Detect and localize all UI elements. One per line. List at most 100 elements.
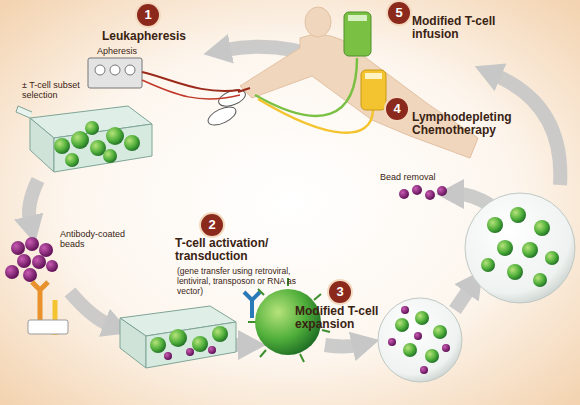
step-title: Modified T-cell expansion — [295, 305, 403, 331]
t-cell — [71, 131, 89, 149]
t-cell — [150, 337, 166, 353]
bead — [5, 265, 19, 279]
flow-arrow — [236, 338, 244, 352]
t-cell — [192, 336, 208, 352]
process-step: 1Leukapheresis — [100, 3, 215, 51]
bead — [23, 268, 37, 282]
t-cell — [103, 149, 117, 163]
t-cell — [510, 207, 526, 223]
bead — [388, 338, 396, 346]
cells-and-beads — [150, 326, 228, 360]
expanded-sphere — [465, 193, 575, 303]
infusion-tube — [258, 99, 373, 133]
t-cell — [85, 121, 99, 135]
annotation-label: Bead removal — [380, 172, 460, 182]
machine-dial — [110, 65, 120, 75]
bag-label — [348, 15, 367, 21]
t-cell — [403, 343, 417, 357]
t-cell — [54, 138, 70, 154]
bead — [208, 346, 216, 354]
bead — [442, 344, 450, 352]
culture-flask — [120, 318, 146, 368]
cells-and-beads — [388, 306, 450, 374]
step-note: (gene transfer using retroviral, lentivi… — [177, 266, 312, 296]
culture-flask — [146, 322, 236, 368]
process-step: 4Lymphodepleting Chemotherapy — [386, 96, 526, 144]
step-title: Modified T-cell infusion — [412, 15, 520, 41]
bead — [399, 189, 409, 199]
annotation-label: Apheresis — [97, 46, 157, 56]
flow-arrow — [70, 292, 110, 325]
step-title: Lymphodepleting Chemotherapy — [412, 111, 524, 137]
t-cell — [507, 264, 523, 280]
process-step: 3Modified T-cell expansion — [292, 280, 412, 336]
t-cell — [65, 153, 79, 167]
bag-label — [365, 73, 382, 79]
bead — [401, 306, 409, 314]
t-cell — [534, 220, 550, 236]
t-cell — [395, 318, 409, 332]
bead — [164, 352, 172, 360]
spike — [260, 350, 266, 357]
step-number: 5 — [388, 2, 410, 24]
t-cell — [533, 273, 547, 287]
bead — [17, 254, 31, 268]
process-step: 5Modified T-cell infusion — [386, 2, 526, 48]
cell-bag — [344, 12, 371, 56]
flow-arrow — [495, 75, 560, 185]
flow-arrow — [325, 345, 358, 347]
flow-arrow — [455, 288, 470, 310]
t-cell — [169, 329, 187, 347]
t-cells — [481, 207, 559, 287]
t-cell — [481, 258, 495, 272]
flask-neck — [16, 106, 32, 118]
step-title: Leukapheresis — [102, 30, 212, 43]
removed-beads — [399, 185, 447, 200]
apheresis-machine — [88, 58, 142, 88]
bead — [25, 237, 39, 251]
spike — [248, 321, 256, 323]
bead — [420, 366, 428, 374]
blood-tube — [142, 80, 240, 99]
t-cell — [425, 349, 439, 363]
machine-dial — [125, 65, 135, 75]
culture-flask — [30, 118, 54, 172]
hand — [205, 103, 238, 128]
bead — [412, 185, 422, 195]
bead — [46, 260, 58, 272]
t-cell — [497, 240, 513, 256]
blood-tube — [142, 72, 240, 91]
bead — [186, 348, 194, 356]
t-cell — [124, 135, 140, 151]
expansion-sphere — [378, 298, 462, 382]
bead — [414, 332, 422, 340]
t-cell — [487, 217, 503, 233]
t-cell — [433, 325, 447, 339]
step-number: 1 — [137, 4, 159, 26]
process-step: 2T-cell activation/ transduction(gene tr… — [172, 212, 317, 310]
t-cell — [106, 127, 124, 145]
chemo-bag — [361, 70, 386, 110]
bead — [11, 241, 25, 255]
t-cells — [54, 121, 140, 167]
bead — [39, 243, 53, 257]
t-cell — [212, 326, 228, 342]
bead — [32, 255, 46, 269]
step-number: 3 — [329, 281, 351, 303]
bead — [425, 190, 435, 200]
spike — [314, 294, 321, 300]
step-title: T-cell activation/ transduction — [175, 237, 310, 263]
flow-arrow — [458, 194, 490, 205]
culture-flask — [54, 124, 152, 172]
machine-dial — [95, 65, 105, 75]
t-cell — [545, 251, 559, 265]
patient-head — [305, 7, 331, 37]
beads — [5, 237, 58, 282]
spike — [300, 354, 304, 362]
t-cell — [522, 242, 538, 258]
t-cell — [415, 311, 429, 325]
bead — [437, 186, 447, 196]
